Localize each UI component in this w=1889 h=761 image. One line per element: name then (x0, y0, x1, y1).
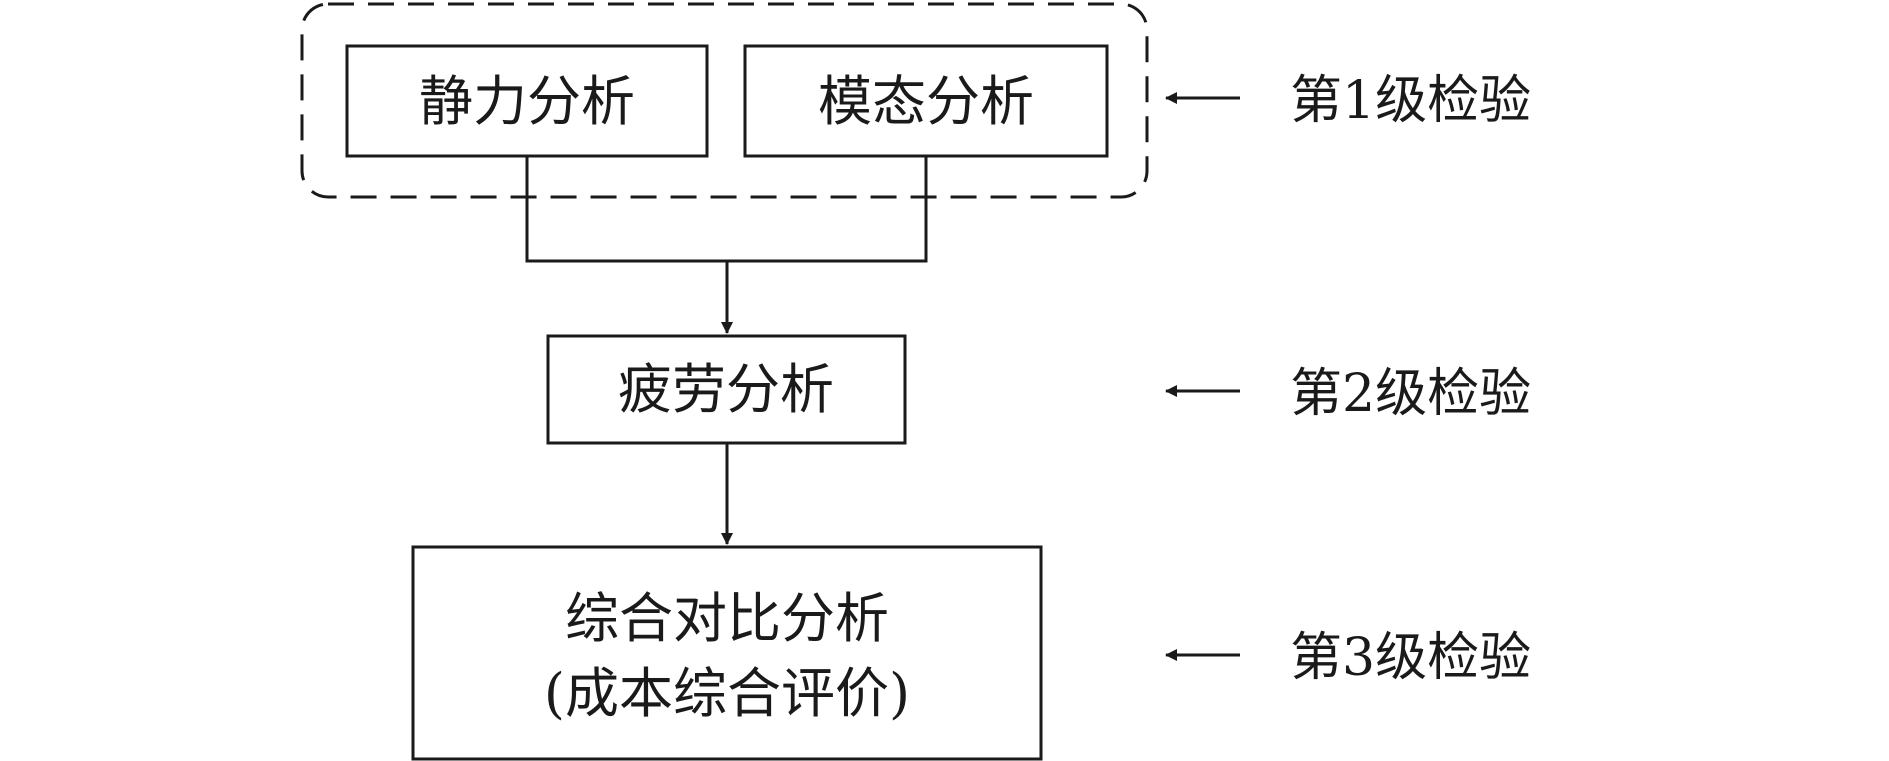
static-analysis-label: 静力分析 (419, 70, 635, 133)
fatigue-analysis-label: 疲劳分析 (618, 358, 834, 421)
comprehensive-analysis-box: 综合对比分析 (成本综合评价) (411, 545, 1043, 761)
modal-analysis-label: 模态分析 (818, 70, 1034, 133)
comprehensive-analysis-label-line2: (成本综合评价) (544, 662, 910, 725)
fatigue-analysis-box: 疲劳分析 (546, 334, 907, 445)
level1-label: 第1级检验 (1290, 71, 1531, 131)
level1-group-dashed-border (300, 2, 1149, 199)
level3-label: 第3级检验 (1290, 628, 1531, 688)
level1-merge-connector (525, 156, 928, 263)
level2-label: 第2级检验 (1290, 364, 1531, 424)
static-analysis-box: 静力分析 (345, 44, 709, 158)
comprehensive-analysis-label-line1: 综合对比分析 (565, 587, 889, 650)
modal-analysis-box: 模态分析 (743, 44, 1109, 158)
